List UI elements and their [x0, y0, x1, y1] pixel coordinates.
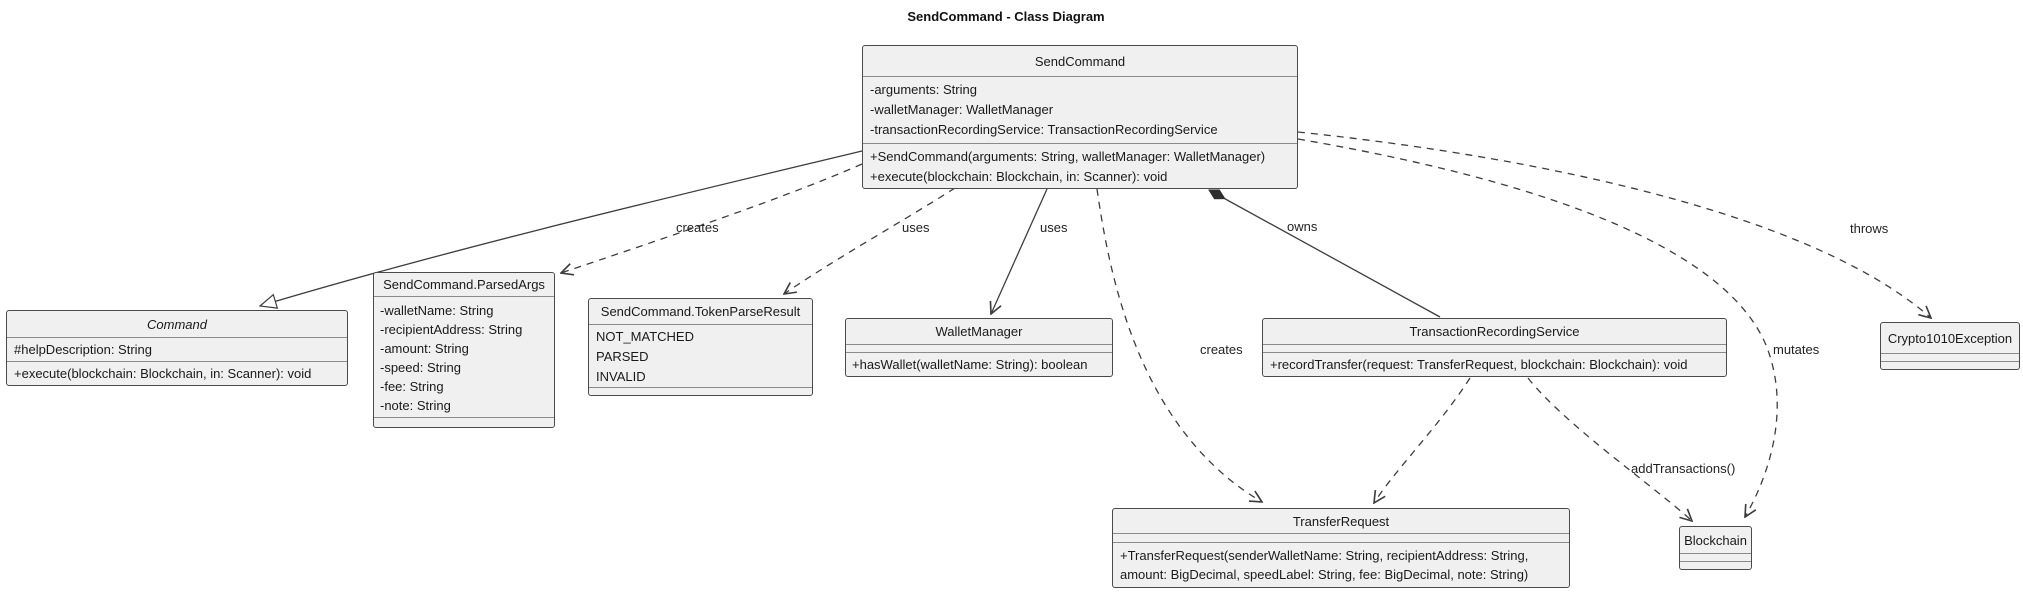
methods-compartment: +recordTransfer(request: TransferRequest…	[1263, 352, 1726, 376]
edge-association-uses-walletmanager	[991, 188, 1048, 314]
class-parsedargs: SendCommand.ParsedArgs -walletName: Stri…	[373, 272, 555, 428]
edge-label-mutates: mutates	[1773, 342, 1820, 357]
class-transactionrecordingservice: TransactionRecordingService +recordTrans…	[1262, 318, 1727, 377]
edge-dependency-uses-tokenparseresult	[784, 187, 956, 294]
method: +recordTransfer(request: TransferRequest…	[1270, 357, 1688, 372]
methods-compartment-empty	[1881, 361, 2019, 369]
attributes-compartment-empty	[1881, 353, 2019, 361]
class-tokenparseresult: SendCommand.TokenParseResult NOT_MATCHED…	[588, 298, 813, 396]
class-blockchain: Blockchain	[1679, 526, 1752, 570]
methods-compartment: +SendCommand(arguments: String, walletMa…	[863, 143, 1297, 188]
class-name-sendcommand: SendCommand	[1034, 53, 1126, 69]
edge-label-addtransactions: addTransactions()	[1631, 461, 1736, 476]
method: +TransferRequest(senderWalletName: Strin…	[1120, 548, 1529, 582]
attribute: -fee: String	[380, 379, 444, 394]
attributes-compartment: #helpDescription: String	[7, 337, 347, 361]
attribute: -walletManager: WalletManager	[870, 102, 1054, 117]
methods-compartment: +execute(blockchain: Blockchain, in: Sca…	[7, 361, 347, 385]
method: +execute(blockchain: Blockchain, in: Sca…	[870, 169, 1168, 184]
enum-value: PARSED	[596, 349, 649, 364]
edge-label-uses-walletmanager: uses	[1040, 220, 1068, 235]
attributes-compartment-empty	[1263, 344, 1726, 352]
methods-compartment-empty	[589, 387, 812, 395]
diagram-title: SendCommand - Class Diagram	[907, 9, 1105, 24]
edge-dependency-recordingservice-transferrequest	[1374, 377, 1471, 503]
class-name-blockchain: Blockchain	[1684, 532, 1747, 548]
attributes-compartment-empty	[1680, 553, 1751, 561]
edge-generalization-sendcommand-to-command	[260, 150, 863, 306]
attribute: -amount: String	[380, 341, 469, 356]
edge-label-throws: throws	[1850, 221, 1889, 236]
edge-dependency-addtransactions-blockchain	[1527, 377, 1692, 521]
class-name-transferrequest: TransferRequest	[1292, 513, 1390, 529]
attribute: -arguments: String	[870, 82, 977, 97]
class-name-command: Command	[147, 316, 207, 332]
class-name-walletmanager: WalletManager	[935, 324, 1023, 339]
attributes-compartment: -walletName: String -recipientAddress: S…	[374, 296, 554, 417]
edge-composition-owns-transactionrecordingservice	[1209, 189, 1441, 318]
class-command: Command #helpDescription: String +execut…	[6, 310, 348, 386]
edge-dependency-creates-transferrequest	[1096, 188, 1262, 502]
edge-dependency-mutates-blockchain	[1297, 138, 1778, 517]
edge-label-uses-tokenparseresult: uses	[902, 220, 930, 235]
class-name-parsedargs: SendCommand.ParsedArgs	[383, 277, 545, 292]
enum-values-compartment: NOT_MATCHED PARSED INVALID	[589, 324, 812, 387]
edge-label-creates-parsedargs: creates	[676, 220, 719, 235]
method: +SendCommand(arguments: String, walletMa…	[870, 149, 1266, 164]
methods-compartment: +hasWallet(walletName: String): boolean	[846, 352, 1112, 376]
attribute: -speed: String	[380, 360, 461, 375]
class-sendcommand: SendCommand -arguments: String -walletMa…	[862, 45, 1298, 189]
attributes-compartment-empty	[846, 344, 1112, 352]
attributes-compartment-empty	[1113, 533, 1569, 542]
method: +execute(blockchain: Blockchain, in: Sca…	[14, 366, 312, 381]
class-crypto1010exception: Crypto1010Exception	[1880, 322, 2020, 370]
attribute: -transactionRecordingService: Transactio…	[870, 122, 1218, 137]
edge-label-creates-transferrequest: creates	[1200, 342, 1243, 357]
enum-value: INVALID	[596, 369, 646, 384]
enum-value: NOT_MATCHED	[596, 329, 694, 344]
attribute: -walletName: String	[380, 303, 494, 318]
edge-label-owns: owns	[1287, 219, 1318, 234]
methods-compartment-empty	[1680, 561, 1751, 569]
attributes-compartment: -arguments: String -walletManager: Walle…	[863, 76, 1297, 143]
class-name-tokenparseresult: SendCommand.TokenParseResult	[600, 304, 801, 319]
methods-compartment: +TransferRequest(senderWalletName: Strin…	[1113, 542, 1569, 587]
class-name-crypto1010exception: Crypto1010Exception	[1887, 330, 2013, 346]
class-transferrequest: TransferRequest +TransferRequest(senderW…	[1112, 508, 1570, 588]
class-name-transactionrecordingservice: TransactionRecordingService	[1409, 324, 1580, 339]
methods-compartment-empty	[374, 417, 554, 427]
attribute: -note: String	[380, 398, 451, 413]
edge-dependency-throws-crypto1010exception	[1297, 131, 1931, 318]
edge-dependency-creates-parsedargs	[561, 163, 863, 273]
attribute: #helpDescription: String	[14, 342, 153, 357]
method: +hasWallet(walletName: String): boolean	[852, 357, 1088, 372]
attribute: -recipientAddress: String	[380, 322, 523, 337]
class-walletmanager: WalletManager +hasWallet(walletName: Str…	[845, 318, 1113, 377]
